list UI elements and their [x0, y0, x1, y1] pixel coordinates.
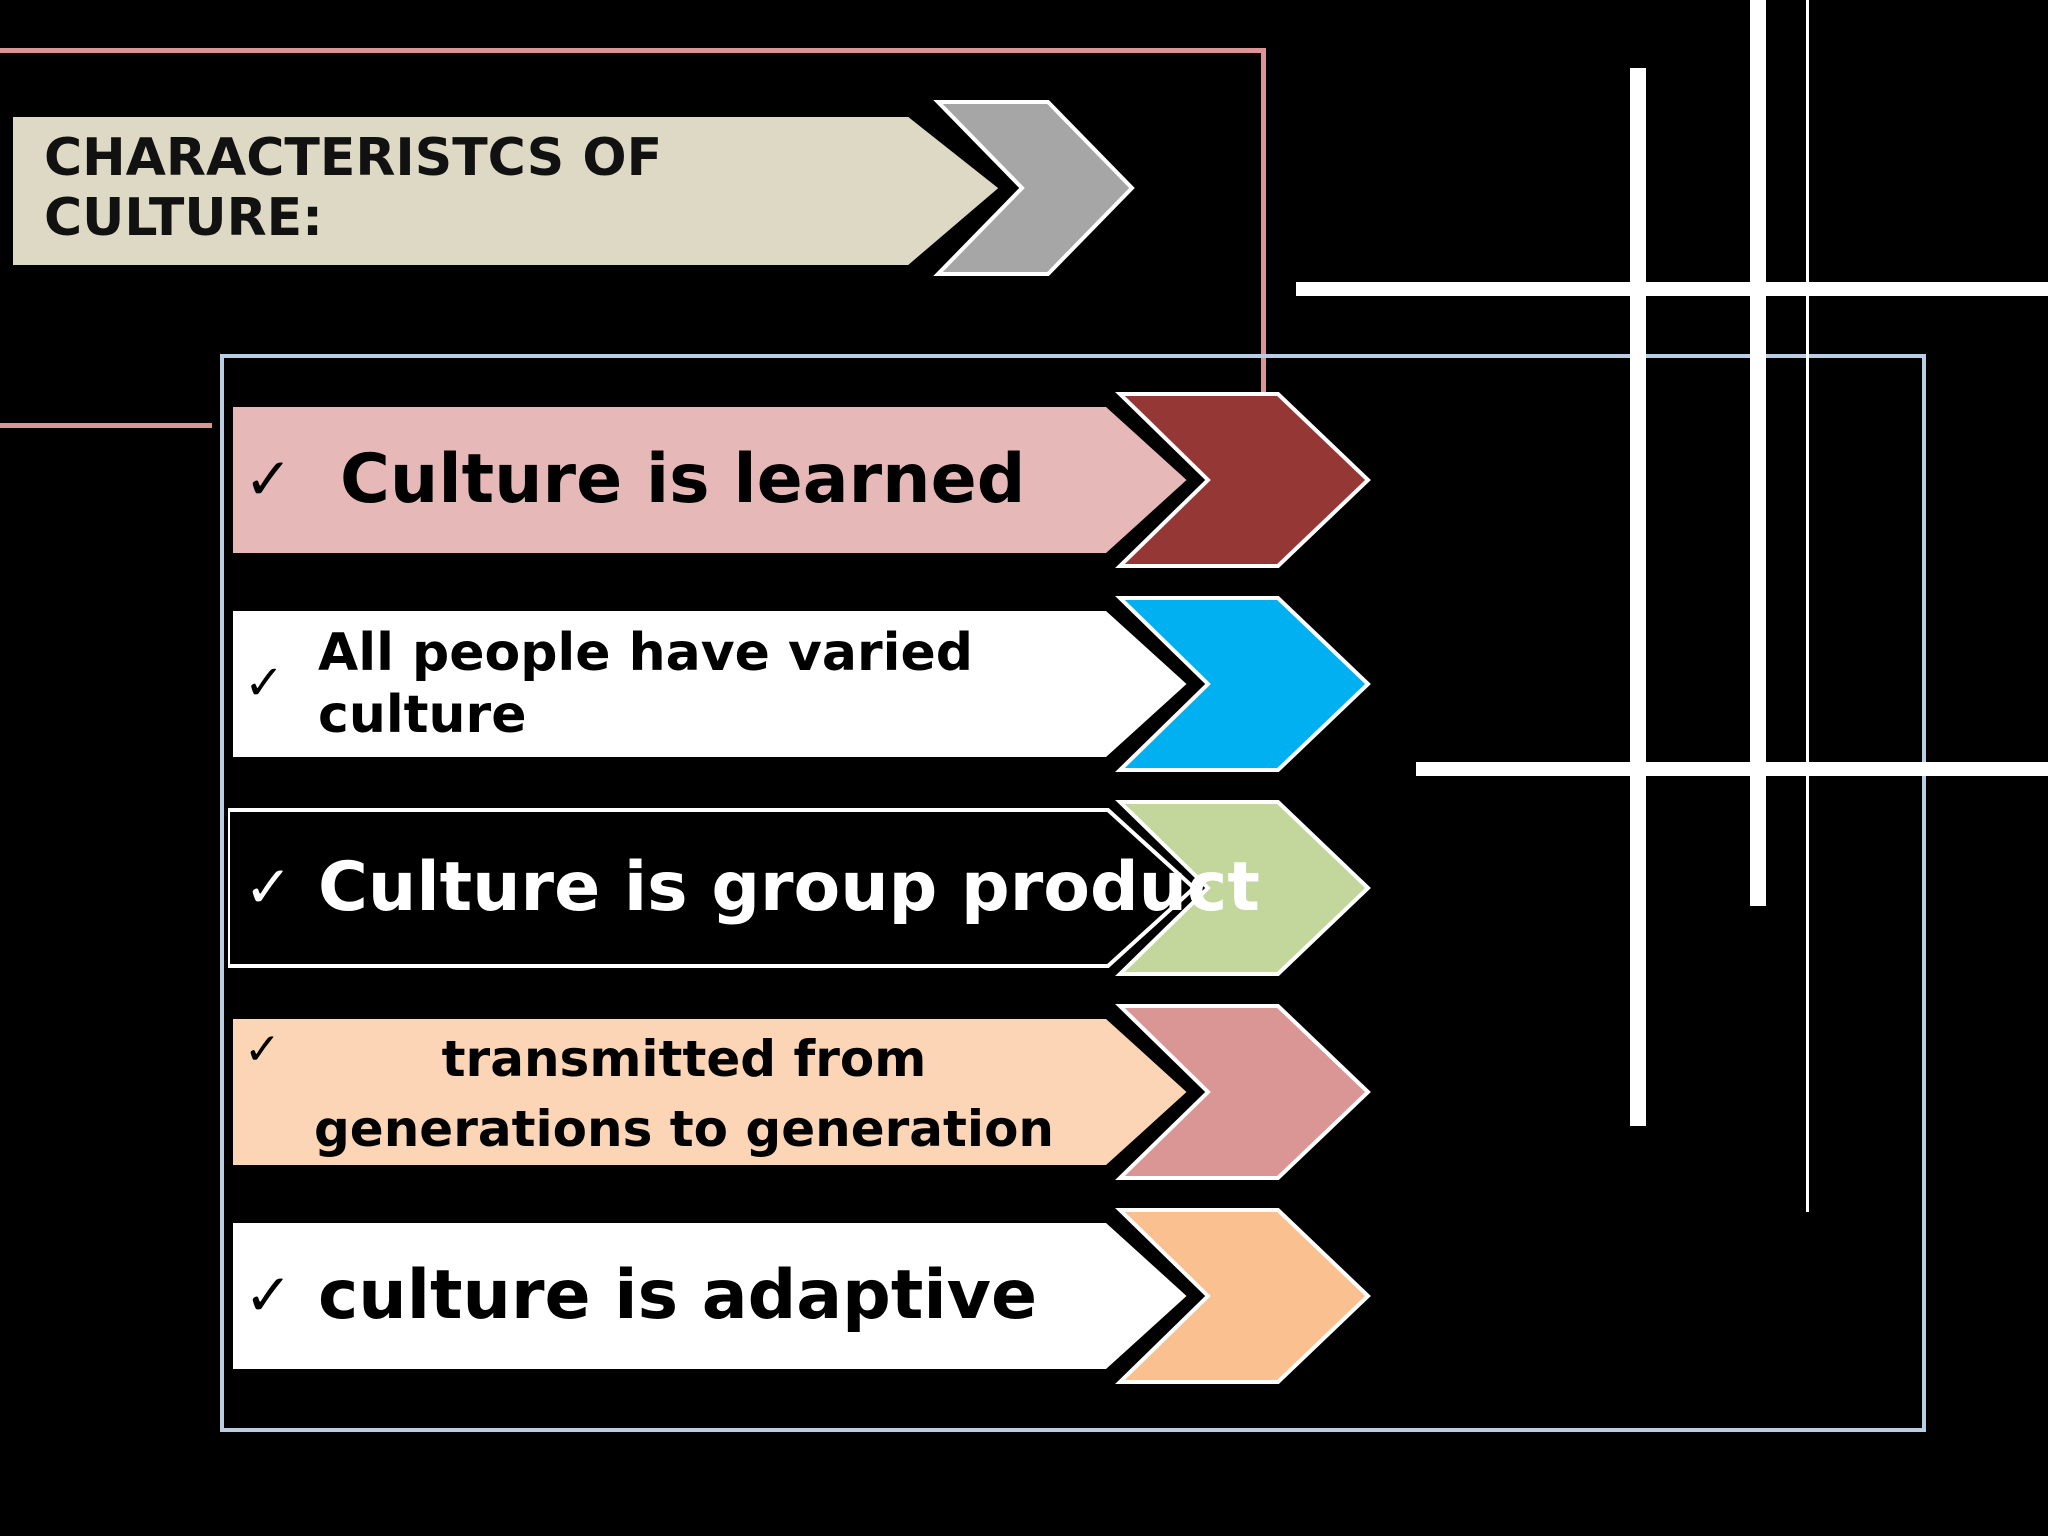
item-label-row: ✓ culture is adaptive — [244, 1208, 1174, 1384]
header-bar-shape — [8, 107, 1014, 275]
header-chevron-shape — [8, 100, 1135, 276]
item-text: Culture is learned — [340, 440, 1026, 520]
chevron-bar — [228, 1009, 1202, 1175]
chevron-arrow — [1115, 800, 1371, 976]
check-icon: ✓ — [244, 445, 293, 514]
pink-frame-right — [1261, 48, 1266, 406]
chevron-shape — [228, 800, 1371, 976]
header-chevron: CHARACTERISTCS OF CULTURE: — [8, 100, 1138, 276]
check-icon: ✓ — [244, 655, 285, 712]
header-arrow-shape — [933, 100, 1135, 276]
white-vertical-line-middle — [1750, 0, 1766, 906]
item-text: transmitted from generations to generati… — [314, 1030, 1055, 1158]
item-label-row: ✓ Culture is learned — [244, 392, 1174, 568]
chevron-shape — [228, 392, 1371, 568]
chevron-arrow — [1115, 596, 1371, 772]
chevron-item-varied: ✓ All people have varied culture — [228, 596, 1372, 772]
white-vertical-line-left — [1630, 68, 1646, 1126]
item-text: culture is adaptive — [318, 1256, 1038, 1336]
check-icon: ✓ — [244, 1261, 293, 1330]
chevron-shape — [228, 596, 1371, 772]
chevron-shape — [228, 1208, 1371, 1384]
check-icon: ✓ — [244, 853, 293, 922]
chevron-shape — [228, 1004, 1371, 1180]
chevron-item-adaptive: ✓ culture is adaptive — [228, 1208, 1372, 1384]
chevron-arrow — [1115, 392, 1371, 568]
chevron-bar — [228, 601, 1202, 767]
chevron-bar — [228, 397, 1202, 563]
item-label-row: ✓ transmitted from generations to genera… — [244, 1004, 1174, 1180]
chevron-arrow — [1115, 1208, 1371, 1384]
chevron-item-learned: ✓ Culture is learned — [228, 392, 1372, 568]
chevron-bar — [228, 1213, 1202, 1379]
chevron-bar — [228, 808, 1197, 968]
item-label-row: ✓ Culture is group product — [244, 800, 1260, 976]
item-text: All people have varied culture — [318, 622, 973, 745]
chevron-item-group-product: ✓ Culture is group product — [228, 800, 1372, 976]
chevron-arrow — [1115, 1004, 1371, 1180]
pink-frame-bottom — [0, 423, 212, 428]
pink-frame-top — [0, 48, 1266, 53]
chevron-item-transmitted: ✓ transmitted from generations to genera… — [228, 1004, 1372, 1180]
white-horizontal-line-bottom — [1416, 762, 2048, 776]
header-title: CHARACTERISTCS OF CULTURE: — [44, 128, 663, 248]
white-vertical-line-thin — [1806, 0, 1809, 1212]
check-icon: ✓ — [244, 1024, 281, 1075]
white-horizontal-line-top — [1296, 282, 2048, 296]
item-text: Culture is group product — [318, 848, 1260, 928]
item-label-row: ✓ All people have varied culture — [244, 596, 1174, 772]
blue-frame — [220, 354, 1926, 1432]
